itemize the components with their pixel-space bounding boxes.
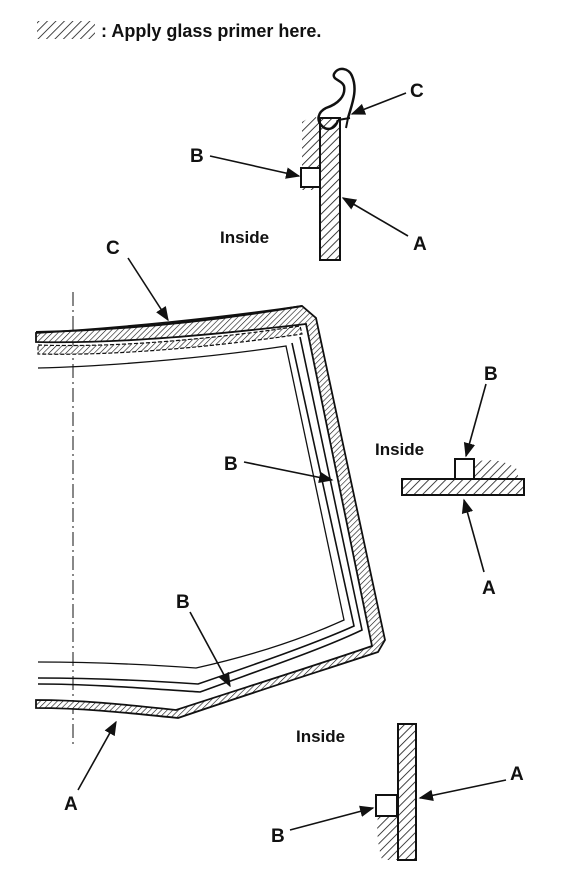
- right-detail-label-b: B: [484, 364, 498, 385]
- bottom-detail-flange: [377, 816, 398, 860]
- bottom-detail-glass: [397, 723, 417, 861]
- windshield-arrow-c: [127, 257, 169, 322]
- windshield-glass-inner-edge: [37, 345, 345, 669]
- top-detail-glass: [319, 117, 341, 261]
- windshield-arrow-b-bottom: [189, 611, 231, 688]
- windshield-arrow-a: [77, 720, 117, 791]
- top-detail-label-inside: Inside: [220, 228, 269, 247]
- windshield-upper-molding: [35, 305, 303, 333]
- top-detail-molding: [317, 67, 356, 131]
- top-detail-label-a: A: [413, 234, 427, 255]
- legend-hatch-swatch: [37, 21, 95, 39]
- top-detail-label-c: C: [410, 81, 424, 102]
- right-detail-arrow-b: [463, 383, 487, 458]
- top-detail: C B A Inside: [190, 67, 427, 261]
- top-detail-arrow-c: [350, 92, 407, 115]
- bottom-detail-label-b: B: [271, 826, 285, 847]
- windshield-label-b-bottom: B: [176, 592, 190, 613]
- bottom-detail-label-inside: Inside: [296, 727, 345, 746]
- right-detail-flange: [474, 460, 518, 478]
- windshield: C B B A: [35, 238, 386, 815]
- windshield-label-a: A: [64, 794, 78, 815]
- windshield-label-b-side: B: [224, 454, 238, 475]
- windshield-arrow-b-side: [243, 461, 334, 484]
- bottom-detail-dam: [375, 794, 398, 817]
- right-detail-label-a: A: [482, 578, 496, 599]
- legend: : Apply glass primer here.: [37, 21, 321, 41]
- bottom-detail: Inside A B: [271, 723, 524, 861]
- top-detail-arrow-a: [341, 197, 409, 237]
- windshield-primer-band: [35, 305, 386, 719]
- bottom-detail-arrow-b: [289, 805, 375, 831]
- right-detail-dam: [454, 458, 475, 480]
- top-detail-dam: [300, 167, 321, 188]
- right-detail-arrow-a: [461, 498, 485, 573]
- right-detail-glass: [401, 478, 525, 496]
- top-detail-arrow-b: [209, 155, 301, 179]
- windshield-top-dam-strip: [37, 325, 303, 355]
- right-detail: B Inside A: [375, 364, 525, 599]
- windshield-inner-line-1: [37, 336, 363, 693]
- legend-text: : Apply glass primer here.: [101, 21, 321, 41]
- top-detail-label-b: B: [190, 146, 204, 167]
- windshield-inner-line-2: [37, 342, 355, 685]
- bottom-detail-arrow-a: [418, 779, 507, 801]
- top-detail-molding-lip: [337, 117, 351, 129]
- right-detail-label-inside: Inside: [375, 440, 424, 459]
- bottom-detail-label-a: A: [510, 764, 524, 785]
- windshield-label-c: C: [106, 238, 120, 259]
